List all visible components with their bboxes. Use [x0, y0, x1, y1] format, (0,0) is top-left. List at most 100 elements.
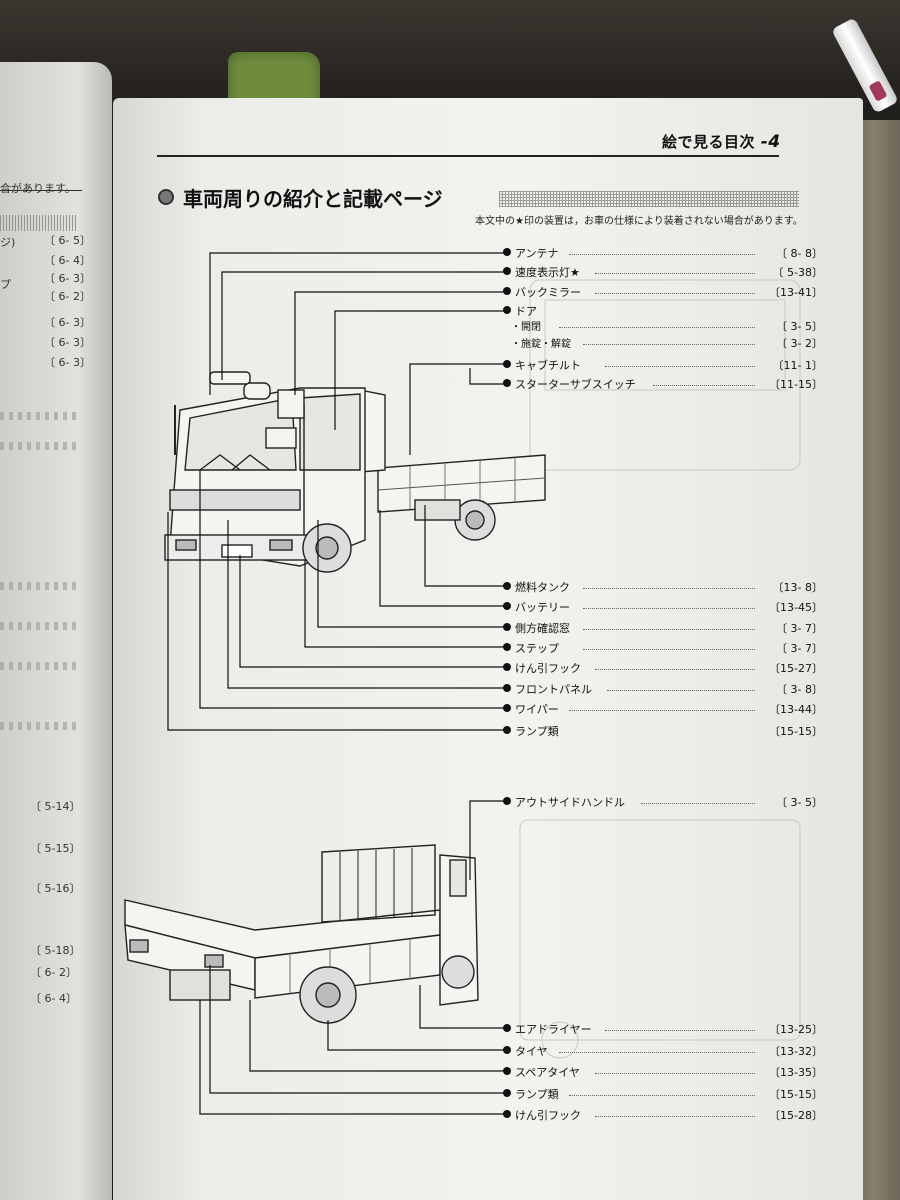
entry-label: ・施錠・解錠 — [511, 339, 571, 350]
entry-label: 側方確認窓 — [515, 622, 570, 635]
entry-leader — [595, 1073, 755, 1074]
section-dot-band — [499, 191, 799, 207]
left-page-faint-rows — [0, 582, 78, 590]
entry-page: 〔 3- 2〕 — [776, 337, 823, 350]
entry-bullet-icon — [503, 684, 511, 692]
entry-label: 燃料タンク — [515, 581, 570, 594]
left-page-faint-rows — [0, 662, 78, 670]
index-entry: 速度表示灯★ 〔 5-38〕 — [503, 264, 823, 279]
entry-bullet-icon — [503, 663, 511, 671]
left-page-ref: 〔 6- 4〕 — [30, 992, 77, 1005]
header-page-number: -4 — [760, 132, 781, 152]
entry-label: キャブチルト — [515, 359, 581, 372]
entry-leader — [641, 803, 755, 804]
left-page: 合があります。 ジ) プ 〔 6- 5〕 〔 6- 4〕 〔 6- 3〕 〔 6… — [0, 62, 112, 1200]
entry-label: ランプ類 — [515, 725, 559, 738]
left-page-ref: 〔 5-14〕 — [30, 800, 81, 813]
entry-bullet-icon — [503, 1110, 511, 1118]
entry-bullet-icon — [503, 582, 511, 590]
front-truck-drawing — [164, 371, 546, 573]
entry-bullet-icon — [503, 379, 511, 387]
left-page-ref: 〔 6- 3〕 — [44, 356, 91, 369]
left-page-faint-rows — [0, 622, 78, 630]
entry-bullet-icon — [503, 360, 511, 368]
entry-leader — [583, 344, 755, 345]
entry-leader — [583, 588, 755, 589]
index-entry: けん引フック 〔15-27〕 — [503, 660, 823, 675]
section-note: 本文中の★印の装置は，お車の仕様により装着されない場合があります。 — [475, 216, 803, 227]
entry-page: 〔 3- 7〕 — [776, 622, 823, 635]
entry-page: 〔15-15〕 — [769, 725, 823, 738]
entry-leader — [583, 629, 755, 630]
entry-leader — [569, 1095, 755, 1096]
index-entry: けん引フック 〔15-28〕 — [503, 1107, 823, 1122]
entry-bullet-icon — [503, 643, 511, 651]
entry-label: けん引フック — [515, 1109, 581, 1122]
entry-page: 〔13-32〕 — [769, 1045, 823, 1058]
rear-callout-lines — [199, 800, 508, 1115]
entry-leader — [605, 1030, 755, 1031]
entry-page: 〔 3- 5〕 — [776, 796, 823, 809]
entry-bullet-icon — [503, 306, 511, 314]
entry-label: ドア — [515, 305, 537, 318]
entry-page: 〔 8- 8〕 — [776, 247, 823, 260]
entry-bullet-icon — [503, 602, 511, 610]
entry-page: 〔13-44〕 — [769, 703, 823, 716]
index-entry: キャブチルト 〔11- 1〕 — [503, 357, 823, 372]
entry-leader — [569, 254, 755, 255]
entry-bullet-icon — [503, 704, 511, 712]
index-entry: 燃料タンク 〔13- 8〕 — [503, 579, 823, 594]
left-page-ref: 〔 6- 5〕 — [44, 234, 91, 247]
index-entry: バックミラー 〔13-41〕 — [503, 284, 823, 299]
entry-page: 〔 5-38〕 — [772, 266, 823, 279]
left-page-ref: 〔 5-18〕 — [30, 944, 81, 957]
entry-page: 〔11-15〕 — [769, 378, 823, 391]
entry-label: 速度表示灯★ — [515, 266, 580, 279]
entry-page: 〔13-41〕 — [769, 286, 823, 299]
entry-leader — [569, 710, 755, 711]
left-page-top-text: 合があります。 — [0, 182, 76, 195]
entry-leader — [559, 1052, 755, 1053]
left-page-ref: 〔 6- 4〕 — [44, 254, 91, 267]
entry-label: タイヤ — [515, 1045, 548, 1058]
entry-leader — [595, 273, 755, 274]
header-title: 絵で見る目次 — [662, 133, 756, 151]
entry-label: ランプ類 — [515, 1088, 559, 1101]
left-page-faint-rows — [0, 442, 78, 450]
index-entry: フロントパネル 〔 3- 8〕 — [503, 681, 823, 696]
entry-label: フロントパネル — [515, 683, 592, 696]
entry-label: スペアタイヤ — [515, 1066, 580, 1079]
index-entry: ステップ 〔 3- 7〕 — [503, 640, 823, 655]
index-entry: バッテリー 〔13-45〕 — [503, 599, 823, 614]
left-page-faint-rows — [0, 722, 78, 730]
left-page-ref: 〔 5-15〕 — [30, 842, 81, 855]
left-page-ref: 〔 6- 3〕 — [44, 316, 91, 329]
entry-bullet-icon — [503, 287, 511, 295]
left-page-ref: 〔 6- 3〕 — [44, 336, 91, 349]
index-entry: ワイパー 〔13-44〕 — [503, 701, 823, 716]
entry-label: アウトサイドハンドル — [515, 796, 625, 809]
section-bullet-icon — [158, 189, 174, 205]
left-page-ref: 〔 6- 2〕 — [44, 290, 91, 303]
ghost-cab-drawing — [519, 279, 801, 1059]
header-rule — [157, 155, 779, 157]
entry-bullet-icon — [503, 623, 511, 631]
entry-label: ワイパー — [515, 703, 559, 716]
entry-bullet-icon — [503, 267, 511, 275]
entry-leader — [583, 608, 755, 609]
left-page-dot-band — [0, 215, 78, 231]
index-entry: ・開閉 〔 3- 5〕 — [503, 318, 823, 333]
entry-bullet-icon — [503, 797, 511, 805]
left-page-faint-rows — [0, 412, 78, 420]
left-page-ref: 〔 5-16〕 — [30, 882, 81, 895]
entry-leader — [605, 366, 755, 367]
entry-page: 〔 3- 7〕 — [776, 642, 823, 655]
index-entry: ドア — [503, 303, 823, 318]
entry-bullet-icon — [503, 1024, 511, 1032]
entry-page: 〔13-25〕 — [769, 1023, 823, 1036]
entry-page: 〔 3- 5〕 — [776, 320, 823, 333]
entry-page: 〔13- 8〕 — [772, 581, 823, 594]
left-page-frag: プ — [0, 278, 11, 291]
entry-label: ・開閉 — [511, 322, 541, 333]
